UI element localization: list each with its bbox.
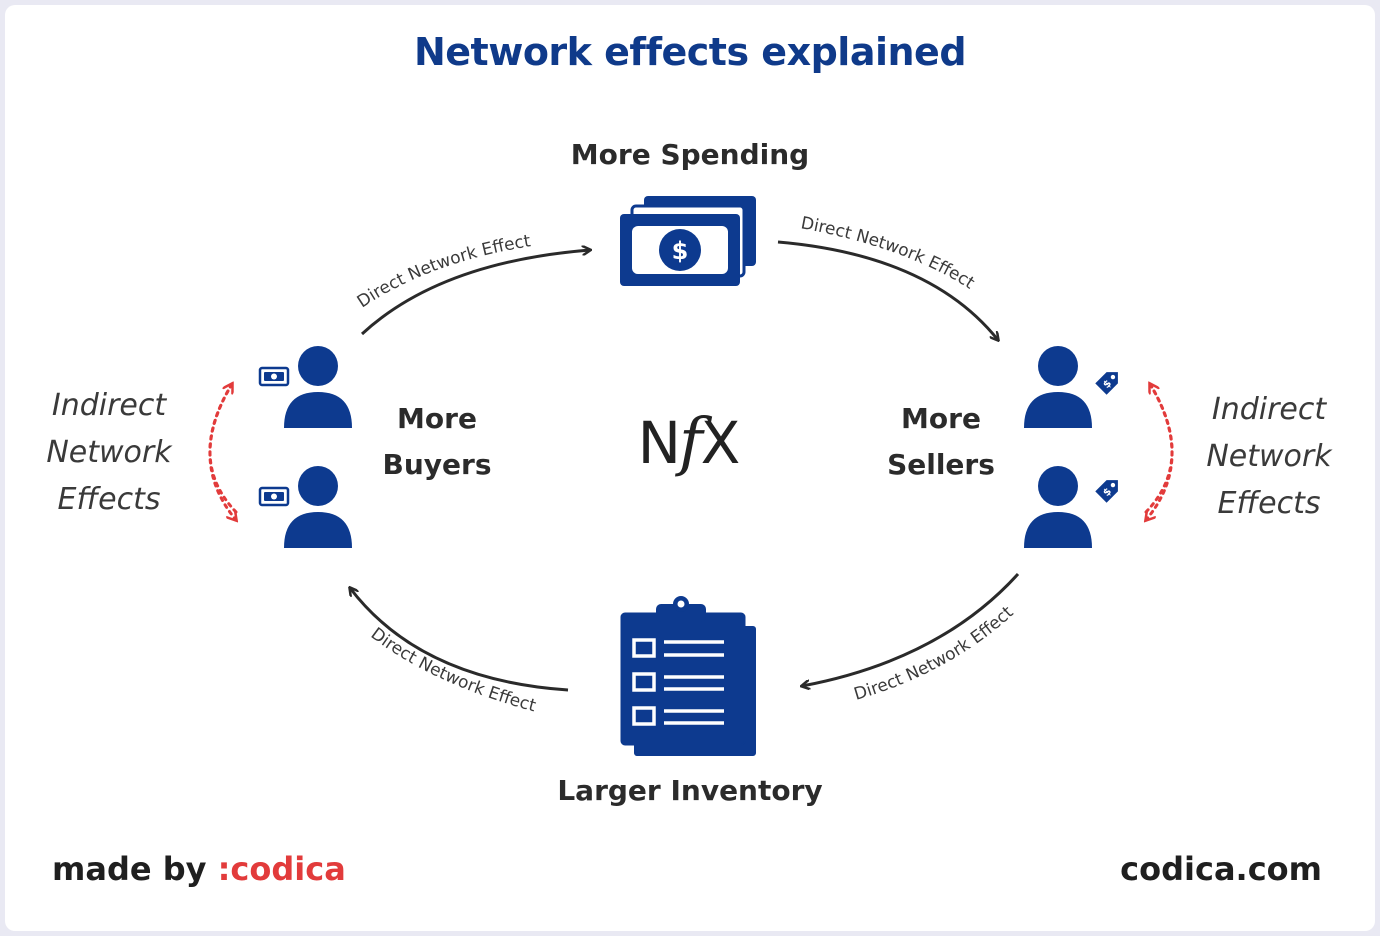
indirect-right-line-2: Network xyxy=(1206,439,1332,474)
cash-badge-icon xyxy=(258,366,290,387)
edge-label-inventory-buyers: Direct Network Effect xyxy=(367,624,538,716)
edge-label-sellers-inventory: Direct Network Effect xyxy=(852,602,1018,705)
buyers-line-2: Buyers xyxy=(382,447,492,481)
svg-text:$: $ xyxy=(672,237,689,265)
buyers-line-1: More xyxy=(397,402,477,435)
indirect-left-line-2: Network xyxy=(46,435,172,470)
site-link[interactable]: codica.com xyxy=(1120,850,1322,888)
node-label-sellers: More Sellers xyxy=(866,402,1016,481)
cash-badge-icon xyxy=(258,486,290,507)
indirect-label-right: Indirect Network Effects xyxy=(1184,386,1354,527)
indirect-left-line-3: Effects xyxy=(57,482,161,517)
indirect-right-line-1: Indirect xyxy=(1211,392,1327,427)
indirect-left-line-1: Indirect xyxy=(51,388,167,423)
person-icon xyxy=(1024,346,1092,428)
clipboard-checklist-icon xyxy=(620,596,756,756)
person-icon xyxy=(1024,466,1092,548)
dotted-red-arrow-icon xyxy=(1146,382,1174,520)
nfx-logo-f: f xyxy=(678,405,703,479)
node-label-buyers: More Buyers xyxy=(362,402,512,481)
indirect-right-line-3: Effects xyxy=(1217,486,1321,521)
made-by-credit: made by :codica xyxy=(52,850,346,888)
diagram-title: Network effects explained xyxy=(413,30,967,74)
sellers-line-2: Sellers xyxy=(887,447,995,481)
dotted-red-arrow-icon xyxy=(208,382,236,520)
nfx-logo: NfX xyxy=(618,405,758,479)
diagram-card xyxy=(5,5,1375,931)
indirect-label-left: Indirect Network Effects xyxy=(24,382,194,523)
nfx-logo-n: N xyxy=(637,409,681,477)
dotted-red-arrow-icon xyxy=(1144,384,1174,514)
price-tag-icon: $ xyxy=(1095,372,1118,395)
edge-label-spending-sellers: Direct Network Effect xyxy=(799,213,978,293)
cycle-arrow-icon xyxy=(777,240,998,340)
price-tag-icon: $ xyxy=(1095,480,1118,503)
node-label-inventory: Larger Inventory xyxy=(557,774,823,807)
sellers-line-1: More xyxy=(901,402,981,435)
person-icon xyxy=(284,466,352,548)
node-label-spending: More Spending xyxy=(570,138,810,171)
cycle-arrow-icon xyxy=(802,572,1020,686)
money-stack-icon: $ xyxy=(620,196,756,286)
person-icon xyxy=(284,346,352,428)
cycle-arrow-icon xyxy=(350,588,569,692)
cycle-arrow-icon xyxy=(360,250,590,336)
made-by-text: made by xyxy=(52,850,218,888)
nfx-logo-x: X xyxy=(700,409,741,477)
dotted-red-arrow-icon xyxy=(208,384,238,514)
edge-label-buyers-spending: Direct Network Effect xyxy=(354,231,533,312)
codica-brand: :codica xyxy=(217,850,346,888)
